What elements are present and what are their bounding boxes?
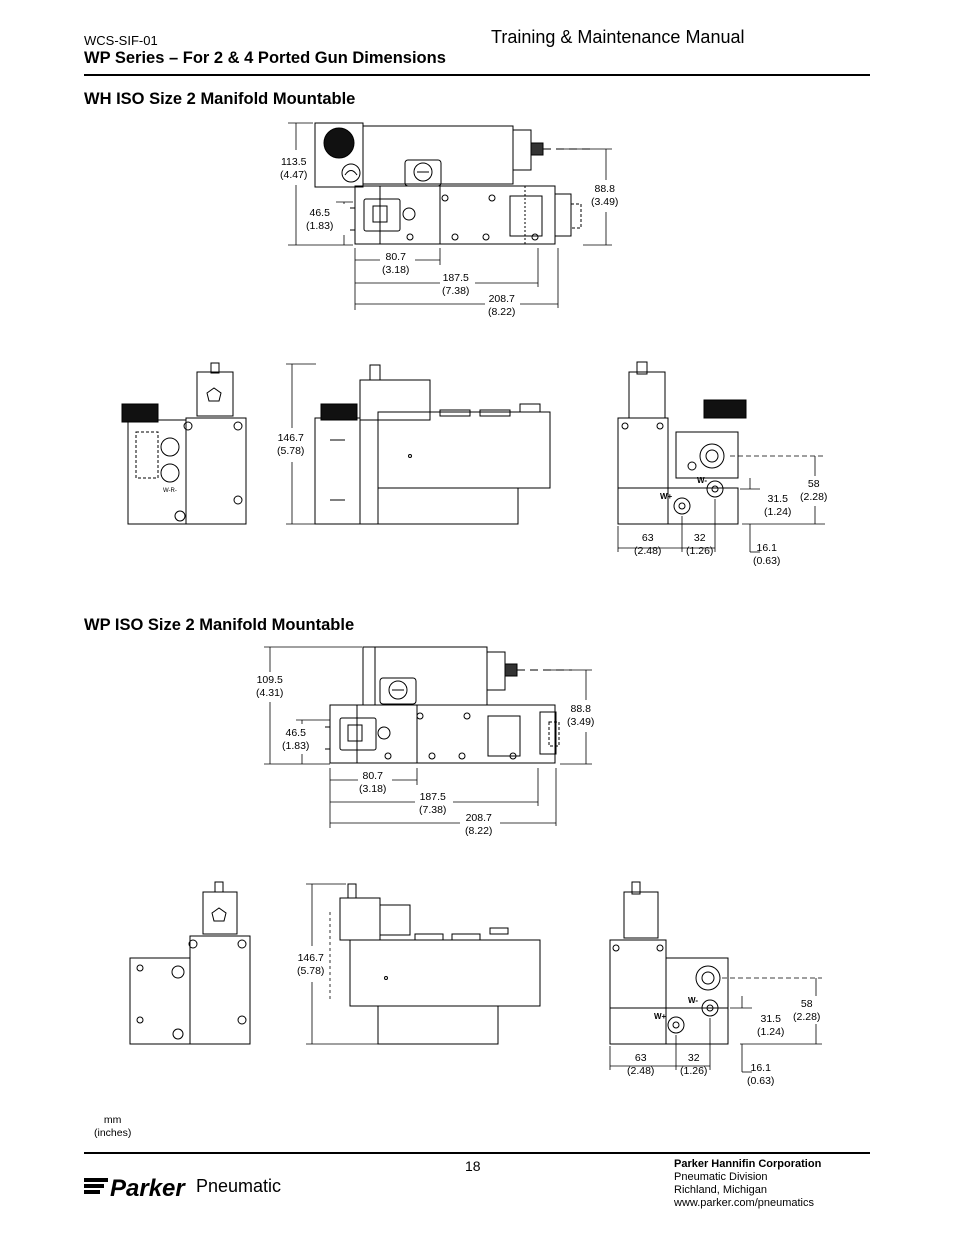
page-number: 18 [465, 1158, 481, 1174]
dim-label-wp-109: 109.5(4.31) [256, 674, 284, 699]
wp-end-view-drawing [130, 882, 250, 1044]
corp-website: www.parker.com/pneumatics [674, 1197, 814, 1209]
dim-label-wh-208: 208.7(8.22) [488, 293, 516, 318]
brand-suffix: Pneumatic [196, 1176, 282, 1196]
port-label-wp-w-plus: W+ [654, 1012, 667, 1021]
wh-top-view-dimension-lines [288, 123, 612, 310]
document-code: WCS-SIF-01 [84, 33, 158, 48]
parker-logo-wordmark: Parker [110, 1175, 186, 1200]
dim-label-wp-80: 80.7(3.18) [359, 770, 387, 795]
wp-port-view-dimension-lines [610, 978, 822, 1072]
corporate-address: Parker Hannifin Corporation Pneumatic Di… [674, 1158, 821, 1210]
dim-label-wp-63: 63(2.48) [627, 1052, 655, 1077]
dim-label-wp-16: 16.1(0.63) [747, 1062, 775, 1087]
wp-top-view-drawing [325, 647, 572, 763]
manual-title: Training & Maintenance Manual [491, 27, 745, 47]
wh-port-view-drawing [618, 362, 746, 524]
dim-label-wh-58: 58(2.28) [800, 478, 828, 503]
corp-division: Pneumatic Division [674, 1171, 768, 1183]
wh-side-view-dimension-lines [286, 364, 316, 524]
dim-label-wh-146: 146.7(5.78) [277, 432, 305, 457]
dim-label-wh-113: 113.5(4.47) [280, 156, 308, 181]
wp-side-view-drawing [340, 884, 540, 1044]
dim-label-wp-46: 46.5(1.83) [282, 727, 310, 752]
dim-label-wh-31: 31.5(1.24) [764, 493, 792, 518]
wh-side-view-drawing [315, 365, 550, 524]
dim-label-wh-63: 63(2.48) [634, 532, 662, 557]
footer-rule [84, 1152, 870, 1154]
dim-label-wp-146: 146.7(5.78) [297, 952, 325, 977]
port-label-wh-w-minus: W- [697, 476, 708, 485]
dim-label-wp-187: 187.5(7.38) [419, 791, 447, 816]
section-title-wh: WH ISO Size 2 Manifold Mountable [84, 90, 356, 108]
dim-label-wh-32: 32(1.26) [686, 532, 714, 557]
port-label-wh-w-plus: W+ [660, 492, 673, 501]
dim-label-wh-88: 88.8(3.49) [591, 183, 619, 208]
wh-port-view-dimension-lines [618, 456, 825, 552]
wh-top-view-drawing [315, 123, 592, 244]
dim-label-wp-32: 32(1.26) [680, 1052, 708, 1077]
wp-side-view-dimension-lines [306, 884, 378, 1044]
wp-top-view-dimension-lines [264, 647, 592, 828]
wh-end-view-drawing [122, 363, 246, 524]
dim-label-wh-46: 46.5(1.83) [306, 207, 334, 232]
dim-label-wp-88: 88.8(3.49) [567, 703, 595, 728]
parker-logo: Parker [84, 1175, 186, 1200]
dim-label-wp-58: 58(2.28) [793, 998, 821, 1023]
dim-label-wp-31: 31.5(1.24) [757, 1013, 785, 1038]
corp-location: Richland, Michigan [674, 1184, 767, 1196]
port-label-wh-w-r: W-R- [163, 488, 177, 494]
wp-port-view-drawing [610, 882, 728, 1044]
series-title: WP Series – For 2 & 4 Ported Gun Dimensi… [84, 49, 446, 67]
dim-label-wp-208: 208.7(8.22) [465, 812, 493, 837]
header-rule [84, 74, 870, 76]
units-note: mm(inches) [94, 1114, 132, 1139]
section-title-wp: WP ISO Size 2 Manifold Mountable [84, 616, 355, 634]
port-label-wp-w-minus: W- [688, 996, 699, 1005]
dim-label-wh-16: 16.1(0.63) [753, 542, 781, 567]
dim-label-wh-80: 80.7(3.18) [382, 251, 410, 276]
corp-name: Parker Hannifin Corporation [674, 1158, 822, 1170]
dim-label-wh-187: 187.5(7.38) [442, 272, 470, 297]
